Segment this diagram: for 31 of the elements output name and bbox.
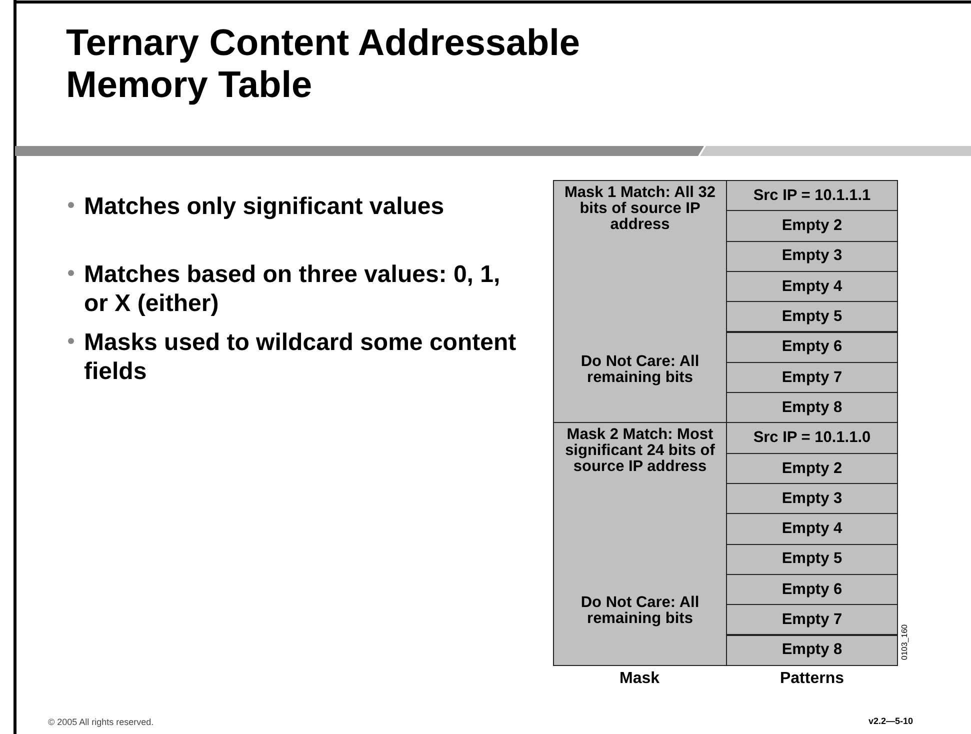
column-header: Patterns — [778, 670, 846, 688]
bullet-text: Matches only significant values — [84, 192, 446, 221]
pattern-cell: Empty 5 — [726, 544, 898, 575]
pattern-cell: Empty 8 — [726, 392, 898, 424]
pattern-cell: Empty 6 — [726, 574, 898, 606]
pattern-cell: Empty 5 — [726, 301, 898, 332]
pattern-cell: Empty 4 — [726, 513, 898, 545]
pattern-cell: Src IP = 10.1.1.0 — [726, 422, 898, 454]
cell-text: Do Not Care: All remaining bits — [580, 595, 700, 628]
pattern-cell: Empty 2 — [726, 210, 898, 242]
pattern-cell: Empty 3 — [726, 483, 898, 514]
pattern-cell: Empty 3 — [726, 240, 898, 272]
pattern-cell: Empty 2 — [726, 452, 898, 484]
bullet-text: Masks used to wildcard some content fields — [84, 328, 518, 386]
pattern-cell: Src IP = 10.1.1.1 — [726, 180, 898, 212]
slide-title: Ternary Content Addressable Memory Table — [66, 22, 582, 106]
cell-text: Mask 1 Match: All 32 bits of source IP address — [563, 185, 717, 233]
mask-cell — [553, 180, 727, 424]
column-header: Mask — [618, 670, 661, 688]
cell-text: Mask 2 Match: Most significant 24 bits of source IP address — [564, 427, 716, 476]
pattern-cell: Empty 8 — [726, 634, 898, 666]
cell-text: Do Not Care: All remaining bits — [580, 354, 700, 386]
pattern-cell: Empty 6 — [726, 332, 898, 363]
pattern-cell: Empty 7 — [726, 362, 898, 394]
mask-cell — [553, 422, 727, 666]
version-text: v2.2—5-10 — [868, 716, 913, 726]
copyright-text: © 2005 All rights reserved. — [48, 717, 154, 727]
pattern-cell: Empty 7 — [726, 604, 898, 636]
figure-id: 0103_160 — [900, 624, 909, 660]
bullet-text: Matches based on three values: 0, 1, or X (either) — [84, 260, 502, 318]
pattern-cell: Empty 4 — [726, 270, 898, 302]
